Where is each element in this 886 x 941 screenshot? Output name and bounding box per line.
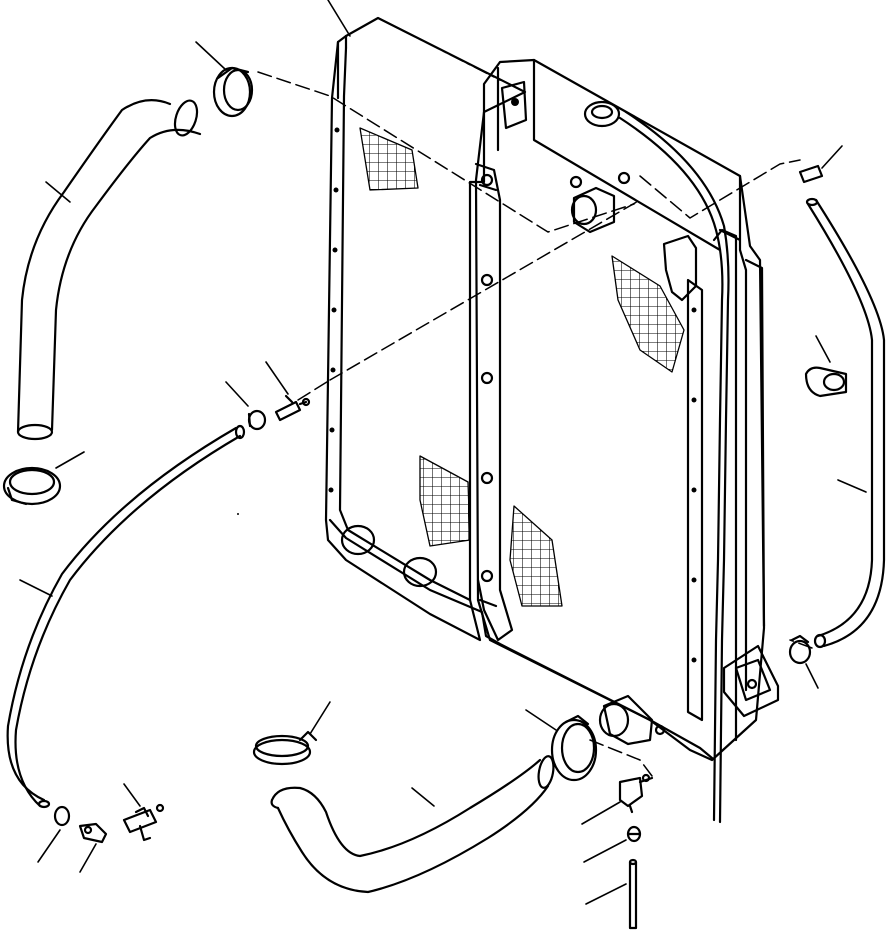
radiator-cap [583, 100, 621, 128]
drain-pipe [628, 858, 638, 930]
overflow-tube [618, 116, 724, 822]
bypass-tube [6, 424, 246, 809]
lower-opening-1 [340, 524, 376, 556]
hose-clamp-lower-left [2, 466, 62, 506]
elbow-fitting [78, 822, 108, 844]
small-clamp-top [247, 409, 267, 431]
lower-opening-2 [402, 556, 438, 588]
tee-fitting [122, 803, 165, 842]
lower-mount-bracket [722, 644, 780, 718]
radiator-right-plate [686, 278, 704, 722]
hose-clamp-upper [212, 66, 254, 118]
radiator-left-frame-inner [338, 46, 472, 602]
small-clamp-right [788, 634, 812, 665]
strip-bolts [480, 173, 494, 583]
lower-hose [270, 755, 555, 894]
drain-valve [618, 773, 654, 814]
top-bracket [500, 80, 528, 130]
overflow-hose-right [805, 197, 886, 649]
hose-clip [804, 366, 848, 398]
upper-hose [16, 99, 202, 441]
bolt-holes [328, 127, 697, 663]
upper-inlet-neck [572, 186, 616, 234]
leader-lines [19, 0, 867, 905]
connector-top-right [798, 164, 824, 184]
core-divider-strip [474, 162, 514, 642]
lower-outlet-neck [602, 694, 654, 746]
hose-clamp-outlet [550, 714, 598, 782]
small-clamp-bottom [53, 805, 71, 827]
fitting-top [274, 394, 311, 422]
hose-clamp-lower-hose [252, 730, 318, 766]
drain-cap [626, 825, 642, 843]
right-upper-bracket [662, 234, 698, 302]
radiator-assembly [324, 16, 780, 824]
core-mesh [359, 127, 685, 607]
